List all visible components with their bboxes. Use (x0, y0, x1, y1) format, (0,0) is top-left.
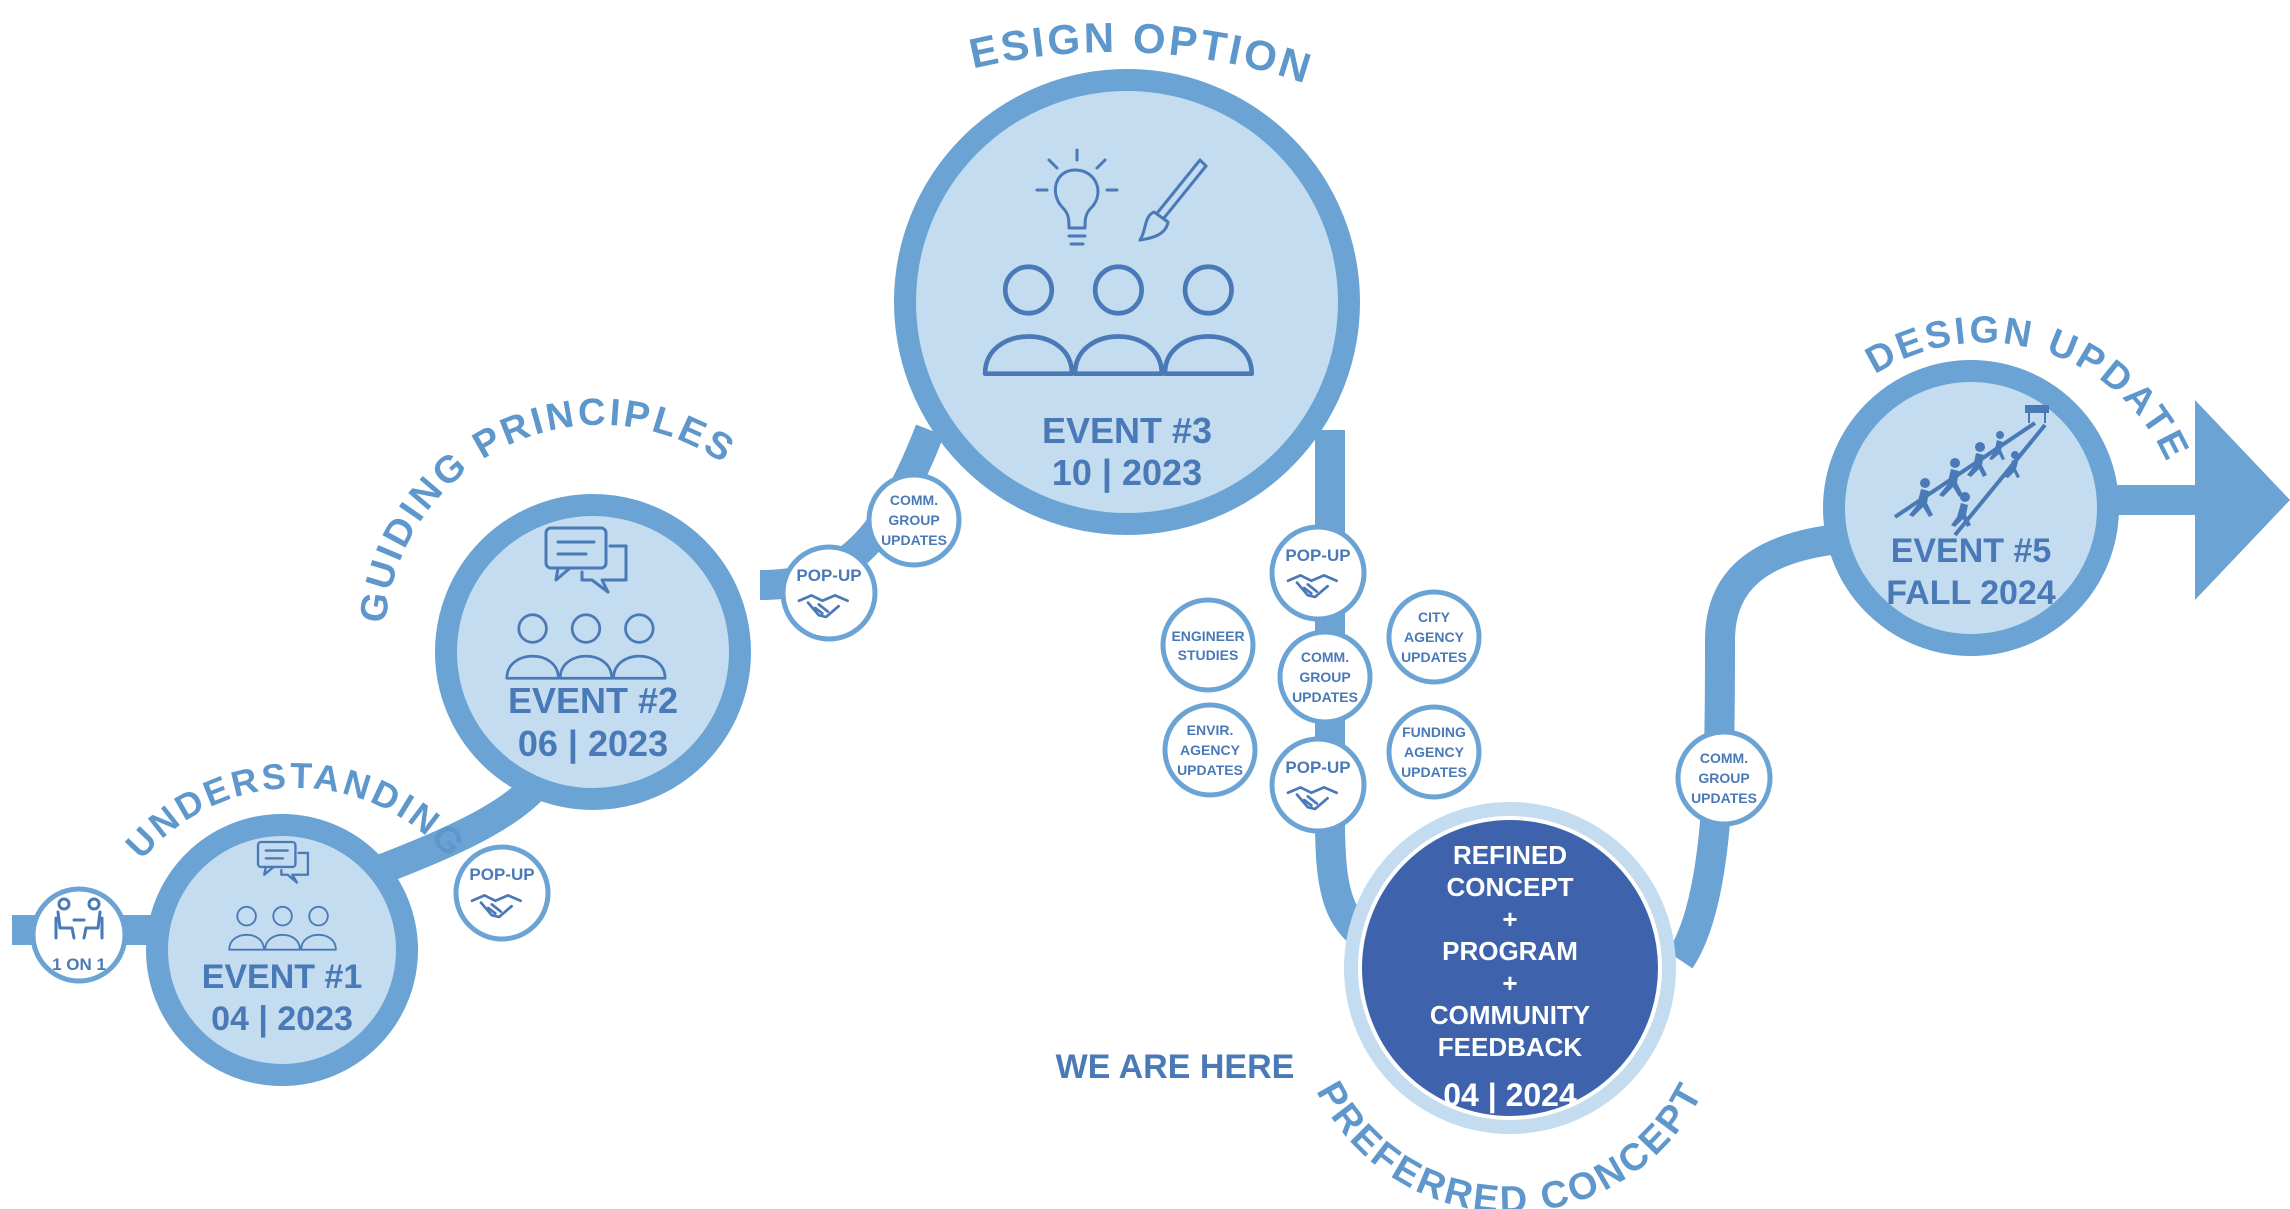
comm-group-updates-node-3: COMM. GROUP UPDATES (1675, 729, 1773, 827)
event3-label: EVENT #3 (1042, 410, 1212, 451)
envir-line-1: ENVIR. (1187, 722, 1234, 738)
city-agency-updates-node: CITY AGENCY UPDATES (1386, 589, 1482, 685)
engineer-studies-node: ENGINEER STUDIES (1160, 597, 1256, 693)
engineer-line-2: STUDIES (1178, 647, 1239, 663)
funding-line-1: FUNDING (1402, 724, 1466, 740)
paintbrush-icon (1138, 158, 1208, 242)
we-are-here-label: WE ARE HERE (1056, 1048, 1295, 1086)
comm-line-1: COMM. (890, 492, 938, 508)
comm-line-1: COMM. (1700, 750, 1748, 766)
chat-bubbles-icon (256, 840, 310, 884)
handshake-icon (797, 594, 849, 619)
comm-group-updates-node-1: COMM. GROUP UPDATES (866, 472, 962, 568)
event5-circle (1823, 360, 2119, 656)
city-line-1: CITY (1418, 609, 1451, 625)
one-on-one-label: 1 ON 1 (52, 955, 106, 974)
preferred-plus-1: + (1502, 904, 1517, 934)
comm-line-3: UPDATES (1292, 689, 1358, 705)
event1-label: EVENT #1 (202, 958, 363, 996)
envir-line-3: UPDATES (1177, 762, 1243, 778)
preferred-inner-circle (1358, 816, 1662, 1120)
popup-label: POP-UP (469, 865, 534, 884)
event5-date: FALL 2024 (1886, 574, 2056, 612)
popup-label: POP-UP (796, 566, 861, 585)
group-people-icon (505, 613, 667, 680)
city-line-3: UPDATES (1401, 649, 1467, 665)
engineer-line-1: ENGINEER (1171, 628, 1244, 644)
group-people-icon (228, 905, 337, 951)
end-arrow-icon (2195, 400, 2290, 600)
preferred-line-concept: CONCEPT (1446, 872, 1573, 902)
one-on-one-meeting-icon (54, 897, 104, 940)
funding-line-2: AGENCY (1404, 744, 1465, 760)
popup-node-4: POP-UP (1269, 736, 1367, 834)
popup-node-3: POP-UP (1269, 524, 1367, 622)
lightbulb-icon (1035, 148, 1119, 246)
comm-line-1: COMM. (1301, 649, 1349, 665)
comm-line-2: GROUP (1698, 770, 1749, 786)
event2-label: EVENT #2 (508, 680, 678, 721)
event2-date: 06 | 2023 (518, 723, 668, 765)
handshake-icon (470, 894, 522, 919)
one-on-one-node: 1 ON 1 (30, 886, 128, 984)
preferred-line-feedback: FEEDBACK (1438, 1032, 1583, 1062)
popup-node-2: POP-UP (780, 544, 878, 642)
comm-line-2: GROUP (888, 512, 939, 528)
event2-circle (435, 494, 751, 810)
event1-date: 04 | 2023 (211, 1000, 353, 1038)
handshake-icon (1286, 574, 1338, 599)
envir-agency-updates-node: ENVIR. AGENCY UPDATES (1162, 702, 1258, 798)
popup-label: POP-UP (1285, 546, 1350, 565)
envir-line-2: AGENCY (1180, 742, 1241, 758)
comm-line-2: GROUP (1299, 669, 1350, 685)
chat-bubbles-icon (544, 526, 628, 594)
popup-label: POP-UP (1285, 758, 1350, 777)
city-line-2: AGENCY (1404, 629, 1465, 645)
preferred-line-community: COMMUNITY (1430, 1000, 1590, 1030)
event3-circle (894, 69, 1360, 535)
group-people-icon (982, 264, 1255, 377)
event3-date: 10 | 2023 (1052, 452, 1202, 494)
stage-design-update: DESIGN UPDATE EVENT #5 FALL 2024 (1823, 309, 2195, 656)
funding-line-3: UPDATES (1401, 764, 1467, 780)
comm-group-updates-node-2: COMM. GROUP UPDATES (1277, 629, 1373, 725)
comm-line-3: UPDATES (1691, 790, 1757, 806)
funding-agency-updates-node: FUNDING AGENCY UPDATES (1386, 704, 1482, 800)
stage-guiding-principles: GUIDING PRINCIPLES EVENT #2 06 | 2023 (352, 392, 751, 810)
handshake-icon (1286, 786, 1338, 811)
popup-node-1: POP-UP (453, 844, 551, 942)
comm-line-3: UPDATES (881, 532, 947, 548)
stage-understanding: UNDERSTANDING EVENT #1 04 | 2023 (117, 755, 472, 1086)
preferred-plus-2: + (1502, 968, 1517, 998)
runners-to-finish-icon (1893, 405, 2049, 537)
path-preferred-to-event5 (1667, 525, 1833, 969)
preferred-date: 04 | 2024 (1443, 1077, 1577, 1113)
preferred-line-refined: REFINED (1453, 840, 1567, 870)
preferred-line-program: PROGRAM (1442, 936, 1578, 966)
event5-label: EVENT #5 (1891, 532, 2052, 570)
stage-preferred-concept: PREFERRED CONCEPT REFINED CONCEPT + PROG… (1308, 802, 1709, 1209)
